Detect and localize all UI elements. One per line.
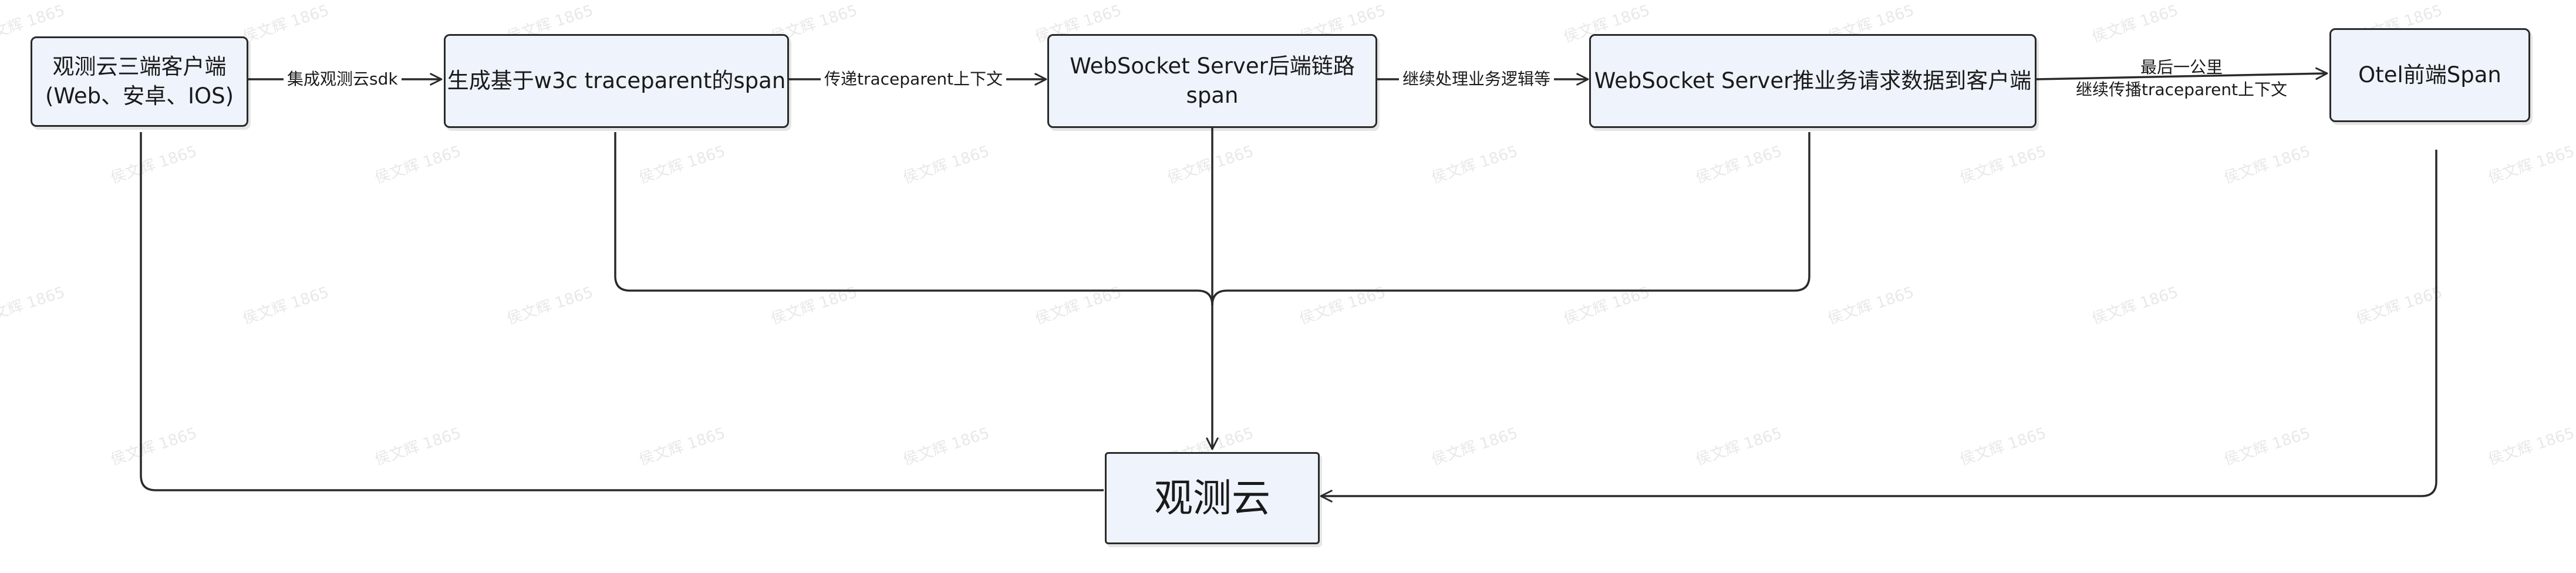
node-guance[interactable]: 观测云: [1105, 452, 1320, 544]
node-otel-frontend-label: Otel前端Span: [2358, 62, 2501, 88]
node-client-line1: 观测云三端客户端: [52, 54, 227, 80]
node-ws-backend[interactable]: WebSocket Server后端链路span: [1047, 34, 1377, 128]
node-ws-push[interactable]: WebSocket Server推业务请求数据到客户端: [1589, 34, 2036, 128]
edge-label-continue-logic: 继续处理业务逻辑等: [1399, 68, 1555, 90]
edge-push-merge: [1211, 132, 1810, 306]
node-ws-backend-label: WebSocket Server后端链路span: [1070, 53, 1355, 108]
edge-client-to-guance: [140, 132, 1104, 491]
node-client[interactable]: 观测云三端客户端 (Web、安卓、IOS): [31, 36, 248, 127]
edge-span-merge: [614, 132, 1213, 306]
edge-push-to-otel: [2036, 67, 2328, 80]
edge-label-integrate-sdk: 集成观测云sdk: [284, 68, 402, 90]
node-client-line2: (Web、安卓、IOS): [45, 83, 234, 109]
node-generate-span[interactable]: 生成基于w3c traceparent的span: [444, 34, 789, 128]
node-guance-label: 观测云: [1154, 475, 1270, 521]
edge-label-last-mile: 最后一公里 继续传播traceparent上下文: [2076, 58, 2288, 99]
node-otel-frontend[interactable]: Otel前端Span: [2329, 28, 2530, 122]
edge-otel-to-guance: [1320, 150, 2437, 503]
node-generate-span-label: 生成基于w3c traceparent的span: [447, 68, 786, 94]
edge-label-pass-traceparent: 传递traceparent上下文: [821, 68, 1007, 90]
node-ws-push-label: WebSocket Server推业务请求数据到客户端: [1594, 68, 2032, 94]
